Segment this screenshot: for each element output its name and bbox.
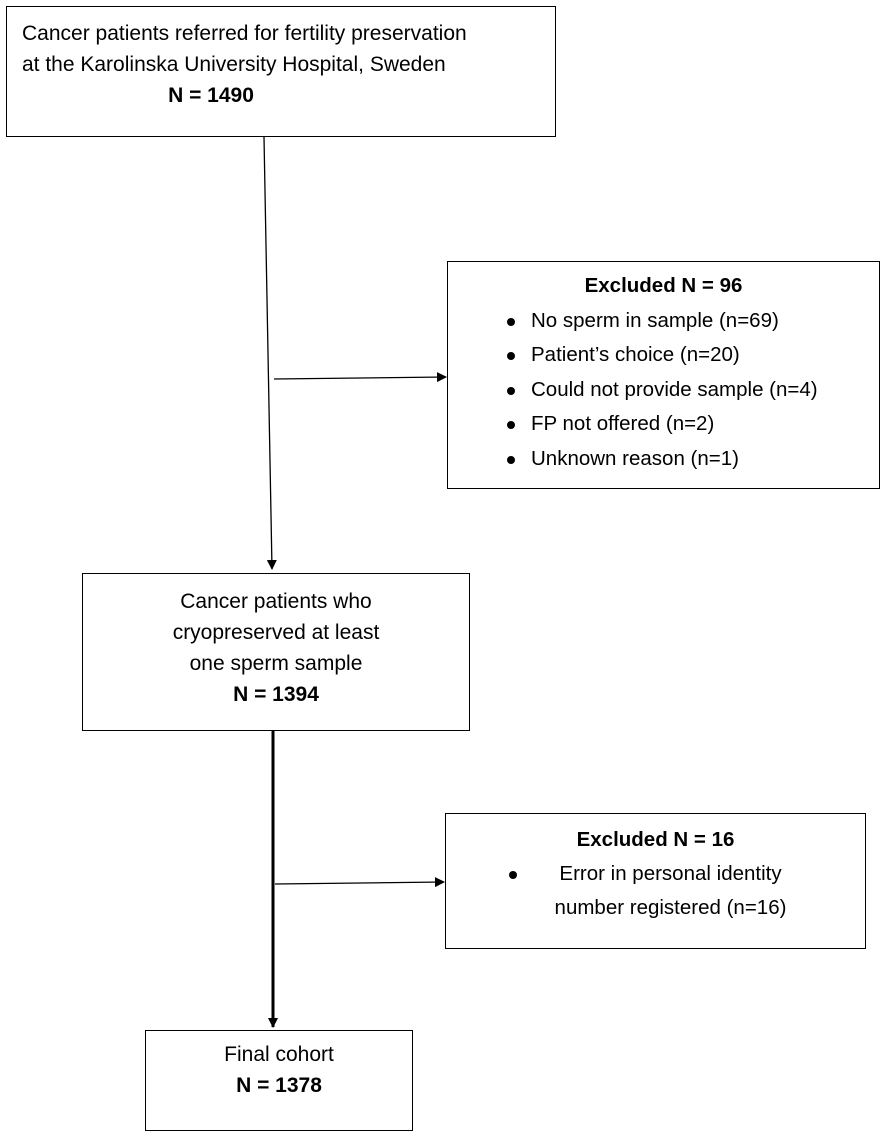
referred-label-line2: at the Karolinska University Hospital, S… bbox=[22, 53, 446, 76]
cryopreserved-label-line3: one sperm sample bbox=[189, 652, 363, 675]
cryopreserved-count: N = 1394 bbox=[233, 683, 319, 706]
list-item: No sperm in sample (n=69) bbox=[448, 304, 879, 339]
excluded-2-reason-line1: Error in personal identity bbox=[559, 862, 782, 885]
cryopreserved-label-line1: Cancer patients who bbox=[180, 590, 372, 613]
excluded-box-2: Excluded N = 16 Error in personal identi… bbox=[445, 813, 866, 949]
arrow-to-excluded-2 bbox=[274, 877, 445, 888]
arrow-referred-to-cryopreserved bbox=[263, 136, 277, 570]
list-item: Unknown reason (n=1) bbox=[448, 442, 879, 477]
referred-label-line1: Cancer patients referred for fertility p… bbox=[22, 22, 467, 45]
referred-patients-box: Cancer patients referred for fertility p… bbox=[6, 6, 556, 137]
final-cohort-count: N = 1378 bbox=[236, 1074, 322, 1097]
cryopreserved-patients-box: Cancer patients who cryopreserved at lea… bbox=[82, 573, 470, 731]
bullet-icon bbox=[509, 871, 517, 879]
excluded-2-reason: Error in personal identity number regist… bbox=[446, 857, 865, 925]
final-cohort-box: Final cohort N = 1378 bbox=[145, 1030, 413, 1131]
final-cohort-label: Final cohort bbox=[224, 1043, 334, 1066]
list-item: Patient’s choice (n=20) bbox=[448, 338, 879, 373]
excluded-2-heading: Excluded N = 16 bbox=[576, 828, 735, 851]
excluded-box-1: Excluded N = 96 No sperm in sample (n=69… bbox=[447, 261, 880, 489]
arrow-to-excluded-1 bbox=[273, 372, 447, 383]
cryopreserved-label-line2: cryopreserved at least bbox=[172, 621, 380, 644]
excluded-1-heading: Excluded N = 96 bbox=[584, 274, 743, 297]
referred-count: N = 1490 bbox=[168, 84, 254, 107]
excluded-1-reasons-list: No sperm in sample (n=69) Patient’s choi… bbox=[448, 304, 879, 477]
list-item: Could not provide sample (n=4) bbox=[448, 373, 879, 408]
excluded-2-reason-line2: number registered (n=16) bbox=[554, 896, 787, 919]
list-item: FP not offered (n=2) bbox=[448, 407, 879, 442]
